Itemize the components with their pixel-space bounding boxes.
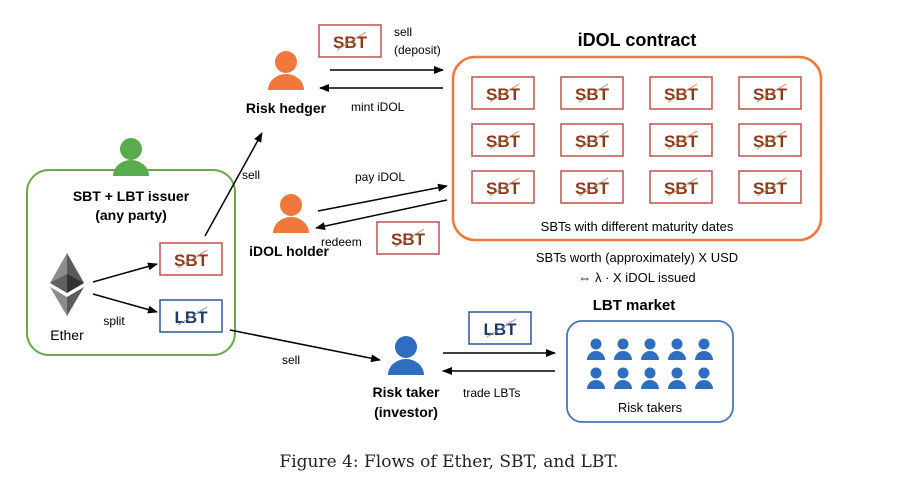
arrow-ether-to-lbt — [92, 293, 158, 314]
figure-caption: Figure 4: Flows of Ether, SBT, and LBT. — [279, 452, 619, 472]
contract-caption: SBTs with different maturity dates — [541, 219, 734, 234]
risk-taker-person-icon — [668, 338, 686, 360]
holder-label: iDOL holder — [249, 243, 329, 259]
contract-sbt-token: SBT — [471, 170, 535, 204]
contract-sbt-token: SBT — [738, 123, 802, 157]
contract-sbt-token: SBT — [738, 76, 802, 110]
ether-label: Ether — [50, 327, 84, 343]
risk-taker-person-icon — [641, 367, 659, 389]
contract-worth-line1: SBTs worth (approximately) X USD — [536, 250, 738, 265]
risk-taker-person-icon — [668, 367, 686, 389]
mint-idol-label: mint iDOL — [351, 100, 405, 114]
taker-label-line1: Risk taker — [373, 384, 440, 400]
contract-sbt-token: SBT — [560, 170, 624, 204]
sell-deposit-label-line1: sell — [394, 25, 412, 39]
risk-taker-person-icon — [695, 367, 713, 389]
issuer-lbt-token: LBT — [159, 299, 223, 333]
contract-sbt-token: SBT — [560, 76, 624, 110]
taker-person-icon — [388, 336, 424, 375]
contract-title: iDOL contract — [578, 30, 697, 50]
contract-sbt-token: SBT — [649, 123, 713, 157]
contract-sbt-token: SBT — [738, 170, 802, 204]
hedger-sell-label: sell — [242, 168, 260, 182]
market-title: LBT market — [593, 297, 676, 314]
market-lbt-token: LBT — [468, 311, 532, 345]
holder-sbt-token: SBT — [376, 221, 440, 255]
risk-taker-person-icon — [641, 338, 659, 360]
redeem-label: redeem — [321, 235, 362, 249]
contract-sbt-token: SBT — [649, 170, 713, 204]
risk-taker-person-icon — [587, 338, 605, 360]
market-people-grid — [587, 338, 713, 389]
risk-taker-person-icon — [614, 338, 632, 360]
issuer-sbt-token: SBT — [159, 242, 223, 276]
risk-taker-person-icon — [614, 367, 632, 389]
sell-deposit-label-line2: (deposit) — [394, 43, 441, 57]
arrow-pay-idol — [317, 183, 448, 212]
split-label: split — [103, 314, 125, 328]
arrow-ether-to-sbt — [92, 262, 158, 283]
hedger-label: Risk hedger — [246, 100, 327, 116]
trade-lbts-label: trade LBTs — [463, 386, 520, 400]
arrow-sbt-to-hedger — [204, 132, 263, 237]
contract-worth-line2: ⇔ λ · X iDOL issued — [578, 270, 695, 285]
hedger-person-icon — [268, 51, 304, 90]
contract-sbt-grid: SBT SBT SBT SBT SBT SBT SBT SBT SBT SBT SBT SBT — [471, 76, 802, 204]
risk-taker-person-icon — [587, 367, 605, 389]
market-caption: Risk takers — [618, 400, 683, 415]
ether-icon — [50, 253, 84, 316]
issuer-title-line1: SBT + LBT issuer — [73, 188, 190, 204]
taker-label-line2: (investor) — [374, 404, 438, 420]
contract-sbt-token: SBT — [471, 76, 535, 110]
arrow-redeem — [315, 199, 448, 231]
taker-sell-label: sell — [282, 353, 300, 367]
risk-taker-person-icon — [695, 338, 713, 360]
issuer-title-line2: (any party) — [95, 207, 167, 223]
pay-idol-label: pay iDOL — [355, 170, 405, 184]
hedger-sbt-token: SBT — [318, 24, 382, 58]
contract-sbt-token: SBT — [471, 123, 535, 157]
issuer-person-icon — [113, 138, 149, 176]
contract-sbt-token: SBT — [649, 76, 713, 110]
contract-sbt-token: SBT — [560, 123, 624, 157]
market-box — [566, 320, 734, 423]
contract-box — [451, 55, 823, 242]
arrow-lbt-to-taker — [229, 329, 381, 363]
holder-person-icon — [273, 194, 309, 233]
